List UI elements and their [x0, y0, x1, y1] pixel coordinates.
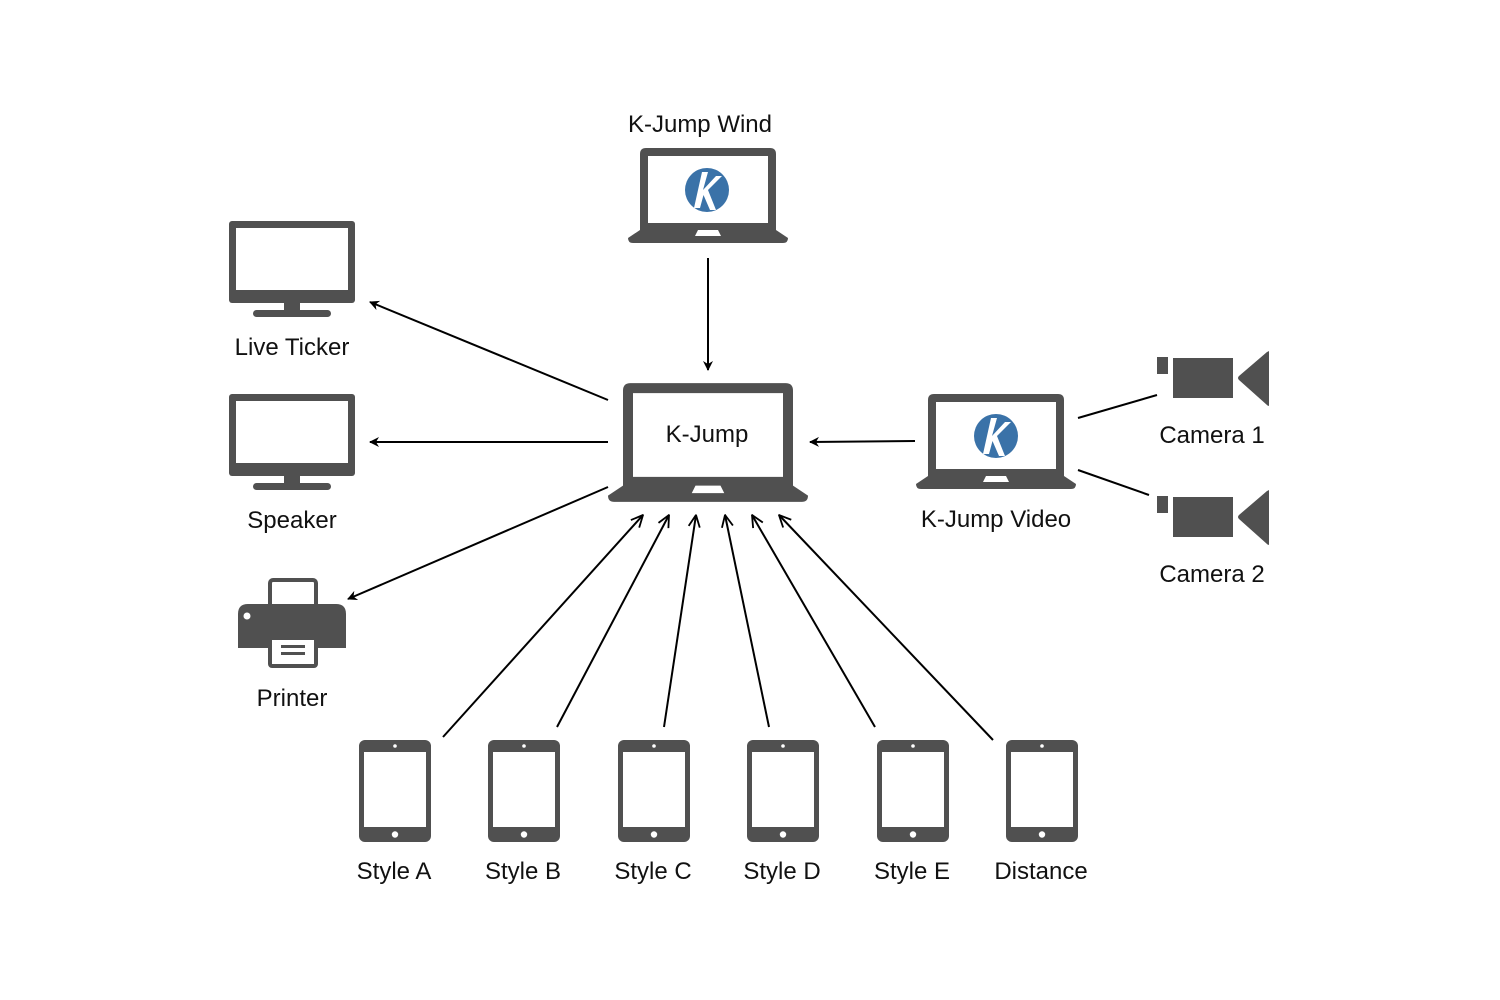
- style-c-label: Style C: [614, 858, 691, 885]
- k-logo-icon: [685, 168, 729, 212]
- k-logo-icon: [974, 414, 1018, 458]
- edge-camera2-to-video: [1077, 469, 1150, 496]
- node-distance[interactable]: Distance: [994, 740, 1088, 885]
- monitor-icon: [229, 221, 355, 317]
- style-e-label: Style E: [874, 858, 950, 885]
- edge-style-e-to-kjump: [752, 515, 876, 728]
- kjump-video-label: K-Jump Video: [921, 506, 1071, 533]
- printer-icon: [238, 578, 348, 668]
- edge-style-c-to-kjump: [663, 515, 696, 728]
- monitor-icon: [229, 394, 355, 490]
- edge-video-to-kjump: [809, 436, 916, 447]
- edge-camera1-to-video: [1077, 394, 1158, 419]
- camera-1-label: Camera 1: [1159, 422, 1264, 449]
- edge-kjump-to-printer: [347, 486, 609, 601]
- video-camera-icon: [1157, 351, 1269, 406]
- distance-label: Distance: [994, 858, 1087, 885]
- tablet-icon: [359, 740, 431, 842]
- edge-style-d-to-kjump: [725, 515, 770, 728]
- edge-style-a-to-kjump: [442, 515, 643, 738]
- edge-kjump-to-live-ticker: [369, 300, 609, 401]
- edges: [347, 258, 1158, 741]
- node-style-e[interactable]: Style E: [874, 740, 950, 885]
- node-printer[interactable]: Printer: [238, 578, 348, 712]
- style-a-label: Style A: [357, 858, 432, 885]
- node-speaker[interactable]: Speaker: [229, 394, 355, 534]
- style-b-label: Style B: [485, 858, 561, 885]
- kjump-label: K-Jump: [666, 421, 749, 448]
- node-style-c[interactable]: Style C: [614, 740, 692, 885]
- node-kjump-wind[interactable]: K-Jump Wind: [628, 111, 788, 243]
- edge-style-b-to-kjump: [556, 515, 669, 728]
- edge-distance-to-kjump: [779, 515, 994, 741]
- tablet-icon: [1006, 740, 1078, 842]
- live-ticker-label: Live Ticker: [235, 334, 350, 361]
- tablet-icon: [488, 740, 560, 842]
- node-kjump-video[interactable]: K-Jump Video: [916, 394, 1076, 533]
- kjump-wind-label: K-Jump Wind: [628, 111, 772, 138]
- printer-label: Printer: [257, 685, 328, 712]
- node-camera-1[interactable]: Camera 1: [1157, 351, 1269, 449]
- node-style-b[interactable]: Style B: [485, 740, 561, 885]
- tablet-icon: [877, 740, 949, 842]
- style-d-label: Style D: [743, 858, 820, 885]
- node-style-d[interactable]: Style D: [743, 740, 821, 885]
- video-camera-icon: [1157, 490, 1269, 545]
- node-live-ticker[interactable]: Live Ticker: [229, 221, 355, 361]
- node-kjump[interactable]: K-Jump: [608, 383, 808, 502]
- tablet-icon: [747, 740, 819, 842]
- tablet-icon: [618, 740, 690, 842]
- camera-2-label: Camera 2: [1159, 561, 1264, 588]
- node-style-a[interactable]: Style A: [357, 740, 432, 885]
- node-camera-2[interactable]: Camera 2: [1157, 490, 1269, 588]
- speaker-label: Speaker: [247, 507, 336, 534]
